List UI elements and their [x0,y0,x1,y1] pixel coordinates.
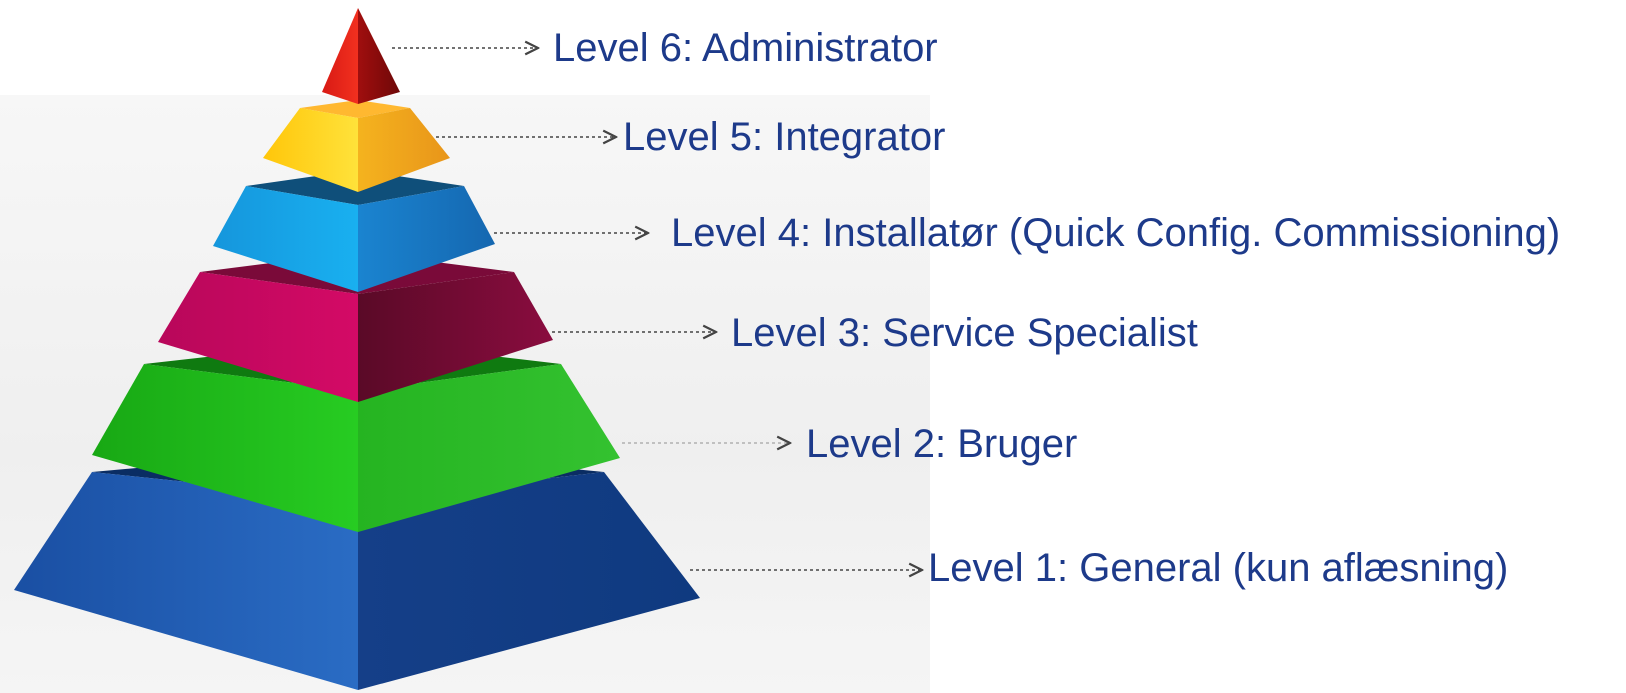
tier-level-5 [263,100,450,192]
level-5-label: Level 5: Integrator [623,115,946,159]
level-2-label: Level 2: Bruger [806,422,1078,466]
tier-level-1-right-face [358,472,700,690]
tier-level-4 [213,170,495,292]
tier-level-6-left-face [322,8,358,104]
tier-level-3-right-face [358,272,553,402]
tier-level-5-right-face [358,108,450,192]
tier-level-3-left-face [158,272,358,402]
tier-level-4-right-face [358,186,495,292]
level-6-label: Level 6: Administrator [553,26,938,70]
tier-level-4-left-face [213,186,358,292]
tier-level-6-right-face [358,8,400,104]
tier-level-5-left-face [263,108,358,192]
level-3-label: Level 3: Service Specialist [731,311,1198,355]
tier-level-5-top-face [300,100,410,118]
tier-level-2-right-face [358,364,620,532]
level-4-label: Level 4: Installatør (Quick Config. Comm… [671,211,1561,255]
tier-level-2-left-face [92,364,358,532]
level-1-label: Level 1: General (kun aflæsning) [928,546,1509,590]
tier-level-6 [322,8,400,104]
tier-level-1-left-face [14,472,358,690]
